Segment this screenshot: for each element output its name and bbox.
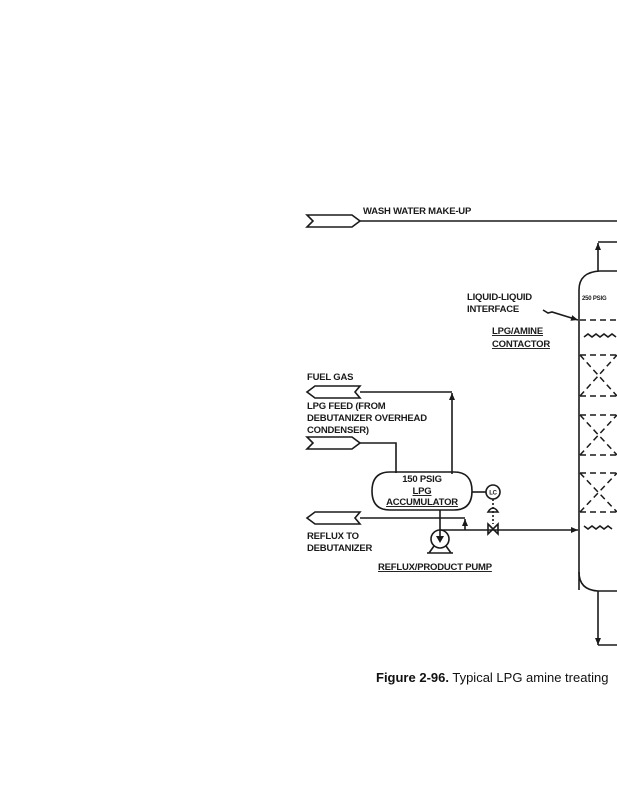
pump-label: REFLUX/PRODUCT PUMP bbox=[378, 562, 493, 573]
column-pressure-label: 250 PSIG bbox=[582, 296, 607, 302]
wash-water-inlet-arrow bbox=[305, 214, 362, 228]
fuel-gas-label: FUEL GAS bbox=[307, 372, 353, 383]
lpg-feed-label-2: DEBUTANIZER OVERHEAD bbox=[307, 413, 427, 424]
fuel-gas-outlet-arrow bbox=[305, 385, 362, 399]
top-distributor bbox=[583, 333, 617, 338]
pump-base bbox=[427, 545, 453, 554]
wash-water-label: WASH WATER MAKE-UP bbox=[363, 206, 472, 217]
level-controller-label: LC bbox=[489, 491, 497, 497]
valve-actuator-icon bbox=[486, 507, 500, 513]
figure-caption: Figure 2-96. Typical LPG amine treating bbox=[376, 670, 608, 685]
figure-caption-text: Typical LPG amine treating bbox=[449, 670, 608, 685]
accumulator-pressure-label: 150 PSIG bbox=[402, 474, 442, 485]
accumulator-label-1: LPG bbox=[413, 486, 432, 497]
interface-label-1: LIQUID-LIQUID bbox=[467, 292, 532, 303]
reflux-label-1: REFLUX TO bbox=[307, 531, 359, 542]
accumulator-label-2: ACCUMULATOR bbox=[386, 497, 458, 508]
packed-beds bbox=[579, 354, 617, 513]
contactor-label-1: LPG/AMINE bbox=[492, 326, 543, 337]
lpg-feed-label-1: LPG FEED (FROM bbox=[307, 401, 386, 412]
interface-pointer bbox=[542, 309, 579, 321]
bottom-distributor bbox=[583, 525, 613, 530]
lpg-feed-label-3: CONDENSER) bbox=[307, 425, 369, 436]
lpg-feed-line bbox=[360, 442, 397, 473]
lpg-feed-inlet-arrow bbox=[305, 436, 362, 450]
control-valve-icon bbox=[487, 522, 499, 536]
interface-label-2: INTERFACE bbox=[467, 304, 519, 315]
lpg-accumulator-vessel bbox=[371, 471, 473, 511]
lpg-amine-contactor-column bbox=[578, 270, 617, 592]
reflux-outlet-arrow bbox=[305, 511, 362, 525]
reflux-label-2: DEBUTANIZER bbox=[307, 543, 373, 554]
figure-number: Figure 2-96. bbox=[376, 670, 449, 685]
contactor-label-2: CONTACTOR bbox=[492, 339, 550, 350]
